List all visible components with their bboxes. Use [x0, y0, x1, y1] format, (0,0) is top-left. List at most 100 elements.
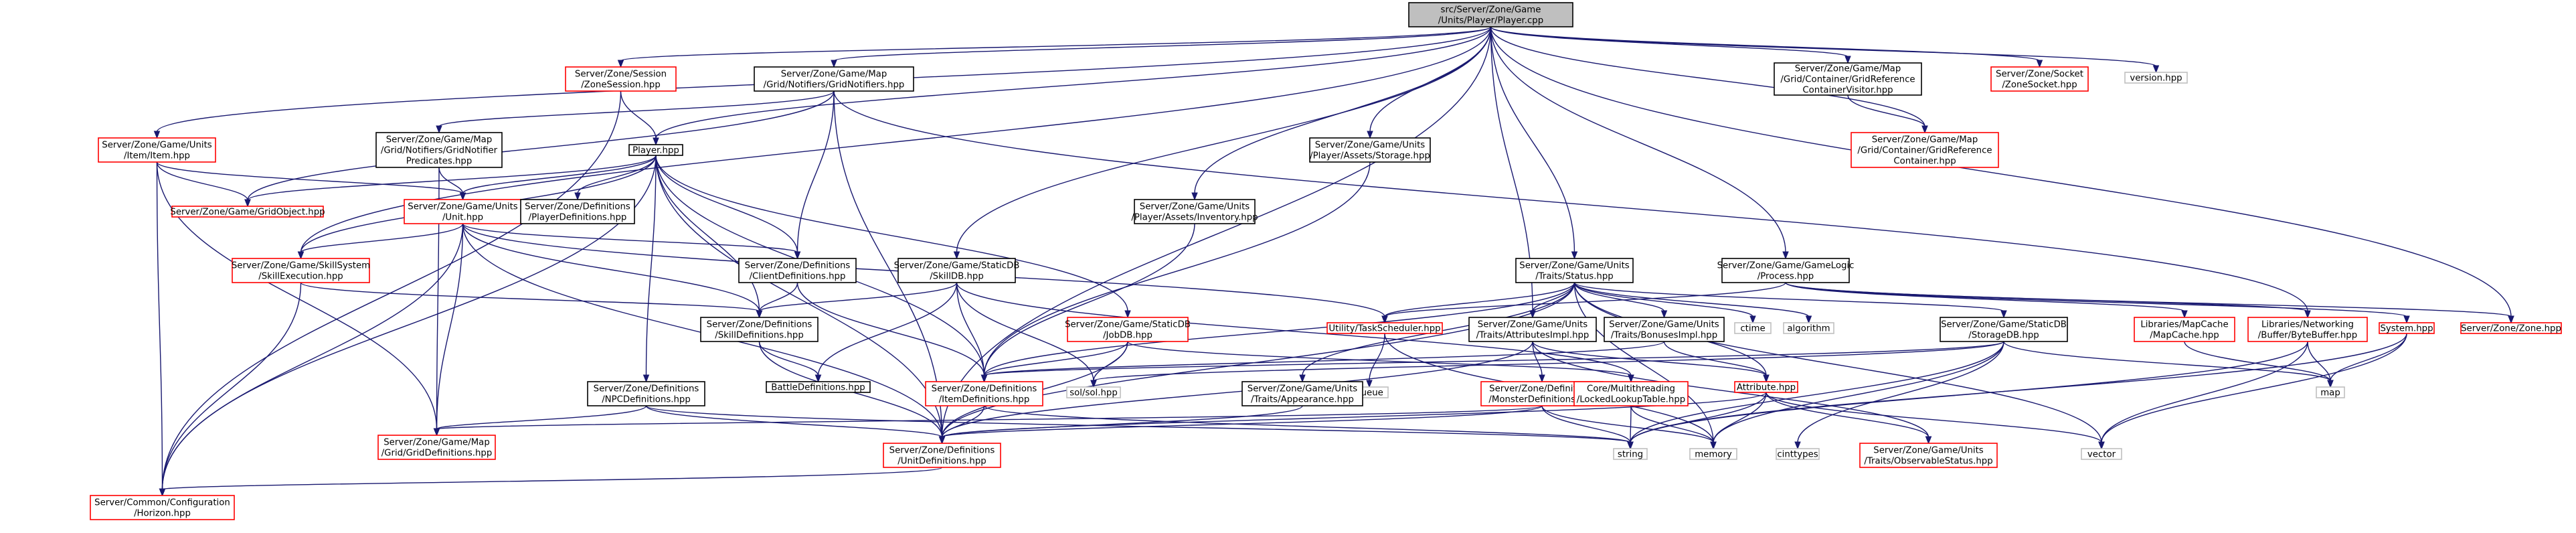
edge-systemhpp-to-vector	[2098, 333, 2407, 450]
node-clientdefs[interactable]: Server/Zone/Definitions/ClientDefinition…	[738, 258, 857, 283]
node-label: /Item/Item.hpp	[124, 151, 190, 161]
node-label: Utility/TaskScheduler.hpp	[1328, 324, 1440, 334]
node-label: Server/Zone/Definitions	[525, 202, 630, 212]
node-battledefs[interactable]: BattleDefinitions.hpp	[766, 381, 871, 393]
node-map[interactable]: map	[2316, 386, 2345, 398]
node-statushpp[interactable]: Server/Zone/Game/Units/Traits/Status.hpp	[1515, 258, 1634, 283]
node-label: memory	[1695, 450, 1732, 460]
node-label: /Traits/AttributesImpl.hpp	[1476, 331, 1590, 341]
node-inventory[interactable]: Server/Zone/Game/Units/Player/Assets/Inv…	[1131, 199, 1258, 224]
node-label: ContainerVisitor.hpp	[1802, 86, 1893, 96]
node-box	[377, 435, 496, 460]
node-playerhpp[interactable]: Player.hpp	[628, 144, 683, 156]
node-unithpp[interactable]: Server/Zone/Game/Units/Unit.hpp	[404, 199, 522, 224]
node-box	[738, 258, 857, 283]
node-label: Core/Multithreading	[1587, 384, 1675, 394]
node-label: /ClientDefinitions.hpp	[750, 272, 846, 282]
node-label: map	[2320, 388, 2340, 398]
node-storagedb[interactable]: Server/Zone/Game/StaticDB/StorageDB.hpp	[1940, 317, 2068, 342]
node-label: Server/Zone/Socket	[1996, 70, 2083, 80]
node-systemhpp[interactable]: System.hpp	[2379, 322, 2435, 334]
node-box	[1990, 66, 2089, 92]
node-label: /SkillDefinitions.hpp	[715, 331, 804, 341]
node-box	[375, 132, 503, 168]
node-storagehpp[interactable]: Server/Zone/Game/Units/Player/Assets/Sto…	[1309, 137, 1431, 163]
edge-storagedb-to-solsol	[1090, 341, 2004, 388]
node-label: src/Server/Zone/Game	[1441, 5, 1541, 15]
node-box	[628, 144, 683, 156]
node-taskscheduler[interactable]: Utility/TaskScheduler.hpp	[1326, 322, 1443, 334]
node-lockedlookup[interactable]: Core/Multithreading/LockedLookupTable.hp…	[1573, 381, 1689, 406]
node-label: /Player/Assets/Inventory.hpp	[1131, 213, 1258, 223]
node-label: Server/Zone/Game/Map	[386, 135, 493, 145]
edge-gamelogic-to-taskscheduler	[1381, 282, 1786, 324]
node-box	[98, 137, 216, 163]
node-zonehpp[interactable]: Server/Zone/Zone.hpp	[2460, 322, 2562, 334]
node-label: Server/Zone/Game/Units	[408, 202, 518, 212]
node-attributehpp[interactable]: Attribute.hpp	[1734, 381, 1798, 393]
node-attrimpl[interactable]: Server/Zone/Game/Units/Traits/Attributes…	[1468, 317, 1597, 342]
node-box	[1721, 258, 1850, 283]
node-label: /MapCache.hpp	[2150, 331, 2219, 341]
node-box	[1940, 317, 2068, 342]
node-zonesocket[interactable]: Server/Zone/Socket/ZoneSocket.hpp	[1990, 66, 2089, 92]
node-label: Server/Zone/Game/GameLogic	[1717, 261, 1855, 271]
node-box	[1468, 317, 1597, 342]
edge-root-to-zonesession	[617, 26, 1492, 68]
node-gridobject[interactable]: Server/Zone/Game/GridObject.hpp	[170, 206, 325, 218]
edge-gridnotifiers-to-clientdefs	[794, 90, 835, 260]
node-label: Server/Zone/Game/Units	[1140, 202, 1250, 212]
node-npcdefs[interactable]: Server/Zone/Definitions/NPCDefinitions.h…	[587, 381, 705, 406]
node-label: /Process.hpp	[1757, 272, 1814, 282]
edge-bytebuffer-to-vector	[2098, 341, 2308, 450]
node-versionhpp[interactable]: version.hpp	[2124, 72, 2188, 84]
node-bonusesimpl[interactable]: Server/Zone/Game/Units/Traits/BonusesImp…	[1604, 317, 1725, 342]
node-label: /LockedLookupTable.hpp	[1577, 395, 1685, 405]
node-jobdb[interactable]: Server/Zone/Game/StaticDB/JobDB.hpp	[1065, 317, 1191, 342]
node-box	[1573, 381, 1689, 406]
node-playerdefs[interactable]: Server/Zone/Definitions/PlayerDefinition…	[520, 199, 635, 224]
node-box	[2247, 317, 2368, 342]
node-skillexec[interactable]: Server/Zone/Game/SkillSystem/SkillExecut…	[232, 258, 370, 283]
node-box	[171, 206, 324, 218]
node-zonesession[interactable]: Server/Zone/Session/ZoneSession.hpp	[565, 66, 677, 92]
node-gridnotifiers[interactable]: Server/Zone/Game/Map/Grid/Notifiers/Grid…	[754, 66, 914, 92]
node-unitdefs[interactable]: Server/Zone/Definitions/UnitDefinitions.…	[883, 443, 1001, 468]
node-string[interactable]: string	[1613, 448, 1648, 460]
node-algorithm[interactable]: algorithm	[1783, 322, 1834, 334]
node-bytebuffer[interactable]: Libraries/Networking/Buffer/ByteBuffer.h…	[2247, 317, 2368, 342]
node-appearance[interactable]: Server/Zone/Game/Units/Traits/Appearance…	[1241, 381, 1363, 406]
node-horizon[interactable]: Server/Common/Configuration/Horizon.hpp	[90, 495, 235, 520]
node-box	[1515, 258, 1634, 283]
node-gamelogic[interactable]: Server/Zone/Game/GameLogic/Process.hpp	[1717, 258, 1855, 283]
node-memory[interactable]: memory	[1689, 448, 1737, 460]
node-root[interactable]: src/Server/Zone/Game/Units/Player/Player…	[1408, 2, 1573, 27]
node-label: /Buffer/ByteBuffer.hpp	[2258, 331, 2357, 341]
edge-unitdefs-to-horizon	[159, 467, 943, 497]
node-cinttypes[interactable]: cinttypes	[1776, 448, 1820, 460]
node-box	[1326, 322, 1443, 334]
node-ctime[interactable]: ctime	[1734, 322, 1772, 334]
node-skilldefs[interactable]: Server/Zone/Definitions/SkillDefinitions…	[700, 317, 819, 342]
node-gridrefvisitor[interactable]: Server/Zone/Game/Map/Grid/Container/Grid…	[1774, 62, 1922, 96]
node-box	[2081, 448, 2122, 460]
node-box	[897, 258, 1016, 283]
node-griddefs[interactable]: Server/Zone/Game/Map/Grid/GridDefinition…	[377, 435, 496, 460]
node-mapcache[interactable]: Libraries/MapCache/MapCache.hpp	[2134, 317, 2235, 342]
node-label: vector	[2087, 450, 2116, 460]
edge-npcdefs-to-griddefs	[433, 405, 647, 437]
node-gridrefcontainer[interactable]: Server/Zone/Game/Map/Grid/Container/Grid…	[1851, 132, 1999, 168]
node-solsol[interactable]: sol/sol.hpp	[1066, 386, 1121, 398]
node-box	[2460, 322, 2562, 334]
node-label: Attribute.hpp	[1737, 383, 1796, 393]
node-box	[925, 381, 1043, 406]
node-itemdefs[interactable]: Server/Zone/Definitions/ItemDefinitions.…	[925, 381, 1043, 406]
node-gridnotpred[interactable]: Server/Zone/Game/Map/Grid/Notifiers/Grid…	[375, 132, 503, 168]
node-box	[1734, 322, 1772, 334]
node-skilldb[interactable]: Server/Zone/Game/StaticDB/SkillDB.hpp	[894, 258, 1020, 283]
node-observable[interactable]: Server/Zone/Game/Units/Traits/Observable…	[1859, 443, 1998, 468]
node-itemhpp[interactable]: Server/Zone/Game/Units/Item/Item.hpp	[98, 137, 216, 163]
node-label: Server/Zone/Definitions	[1489, 384, 1595, 394]
node-vector[interactable]: vector	[2081, 448, 2122, 460]
